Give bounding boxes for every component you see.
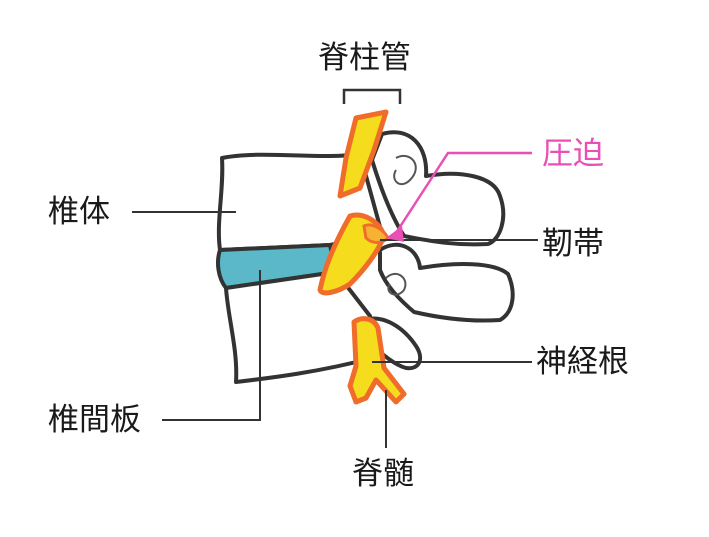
lower-vertebral-body (224, 270, 374, 384)
spinal-canal-bracket (342, 88, 402, 104)
upper-spinous-process (370, 130, 506, 247)
ligament-label: 靭帯 (542, 226, 604, 262)
spinal-cord-lower (347, 316, 407, 405)
spinal-canal-label: 脊柱管 (318, 40, 411, 76)
compression-arrowhead (386, 226, 404, 242)
upper-facet-curve (393, 155, 417, 186)
compression-pointer-line (392, 151, 532, 237)
intervertebral-disc-label: 椎間板 (48, 402, 141, 438)
lower-facet-curve (385, 272, 407, 296)
spinal-cord-upper (337, 109, 389, 199)
intervertebral-disc-leader (162, 270, 261, 421)
spinal-cord-label: 脊髄 (352, 456, 414, 492)
compression-label: 圧迫 (542, 136, 604, 172)
vertebral-body-label: 椎体 (48, 194, 110, 230)
nerve-root-label: 神経根 (536, 344, 629, 380)
lower-spinous-process (378, 242, 515, 323)
